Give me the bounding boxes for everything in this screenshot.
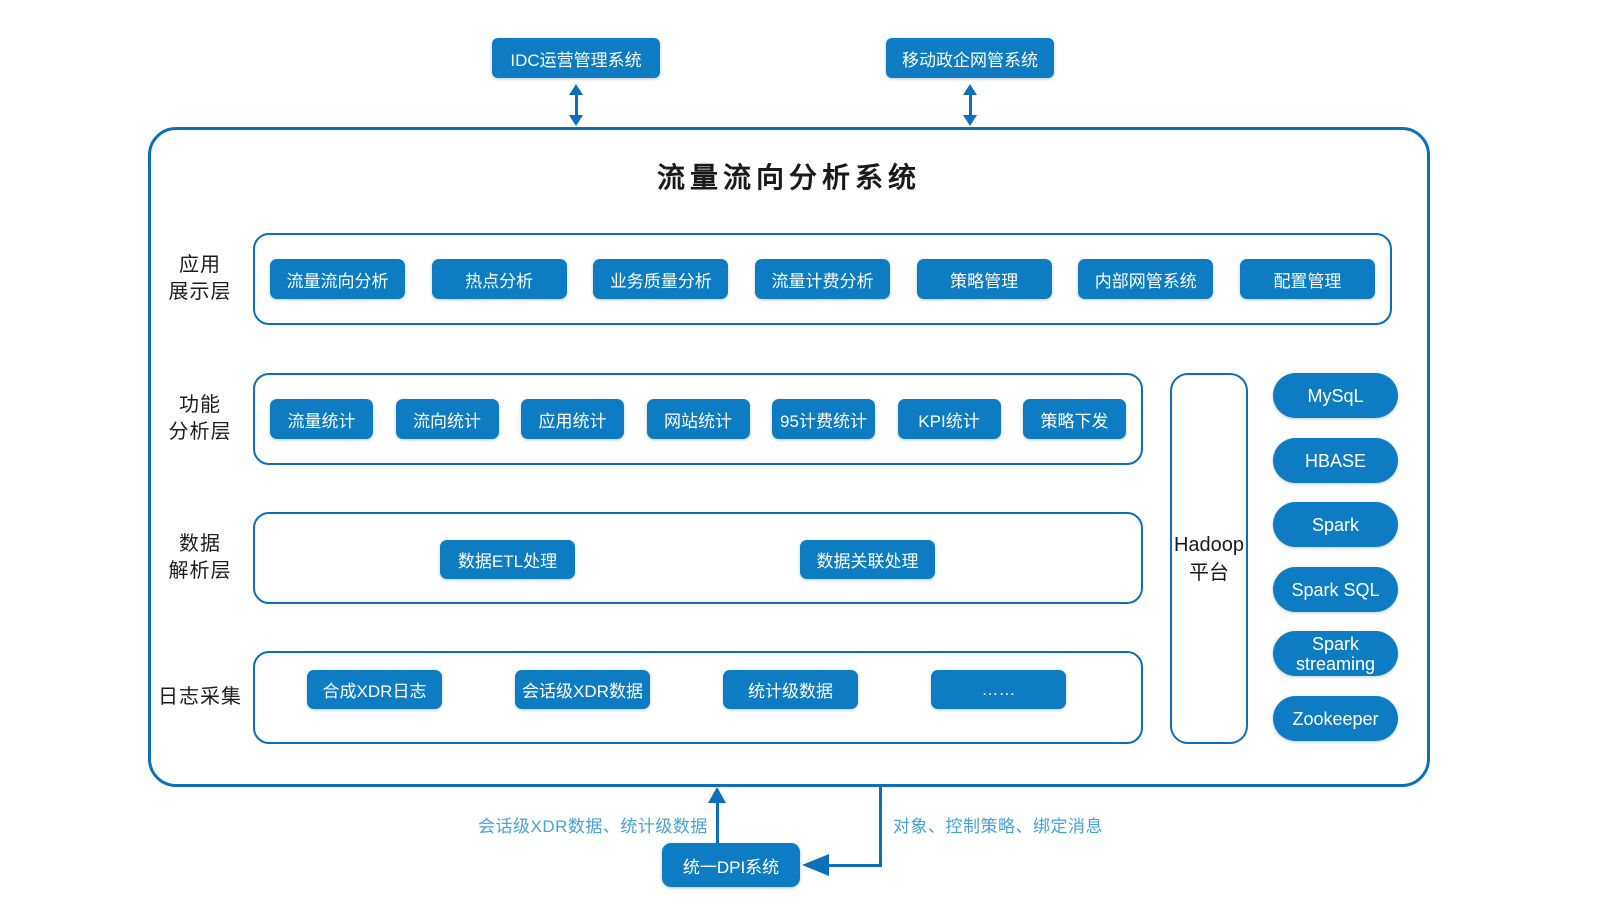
hadoop-platform-box: Hadoop 平台 bbox=[1170, 373, 1248, 744]
module-box: 数据关联处理 bbox=[800, 540, 935, 579]
upstream-flow-label: 会话级XDR数据、统计级数据 bbox=[478, 817, 708, 836]
arrow-left-icon bbox=[802, 854, 829, 876]
module-box: 策略管理 bbox=[916, 259, 1052, 299]
component-zookeeper: Zookeeper bbox=[1273, 696, 1398, 741]
external-system-mobile-gov: 移动政企网管系统 bbox=[886, 38, 1054, 78]
component-hbase: HBASE bbox=[1273, 438, 1398, 483]
module-box: KPI统计 bbox=[897, 399, 1001, 439]
arrow-down-icon bbox=[963, 115, 977, 126]
module-box: 合成XDR日志 bbox=[307, 670, 442, 709]
module-box: 95计费统计 bbox=[772, 399, 875, 439]
layer-label-data-parsing: 数据 解析层 bbox=[168, 533, 232, 582]
module-box: 应用统计 bbox=[521, 399, 624, 439]
app-display-layer-box: 流量流向分析 热点分析 业务质量分析 流量计费分析 策略管理 内部网管系统 配置… bbox=[253, 233, 1392, 325]
external-system-idc: IDC运营管理系统 bbox=[492, 38, 660, 78]
module-box: 流量计费分析 bbox=[754, 259, 890, 299]
arrow-up-icon bbox=[708, 787, 726, 803]
function-analysis-layer-box: 流量统计 流向统计 应用统计 网站统计 95计费统计 KPI统计 策略下发 bbox=[253, 373, 1143, 465]
app-display-modules: 流量流向分析 热点分析 业务质量分析 流量计费分析 策略管理 内部网管系统 配置… bbox=[255, 235, 1390, 323]
module-box: 流向统计 bbox=[395, 399, 499, 439]
arrow-up-icon bbox=[963, 84, 977, 95]
component-spark-sql: Spark SQL bbox=[1273, 567, 1398, 612]
bidirectional-arrow-mobile-gov bbox=[961, 84, 979, 126]
module-box: …… bbox=[931, 670, 1066, 709]
module-box: 会话级XDR数据 bbox=[515, 670, 650, 709]
layer-label-function-analysis: 功能 分析层 bbox=[168, 394, 232, 443]
module-box: 策略下发 bbox=[1023, 399, 1126, 439]
downstream-line-horizontal bbox=[828, 864, 882, 867]
module-box: 流量流向分析 bbox=[270, 259, 405, 299]
module-box: 流量统计 bbox=[270, 399, 373, 439]
function-analysis-modules: 流量统计 流向统计 应用统计 网站统计 95计费统计 KPI统计 策略下发 bbox=[255, 375, 1141, 463]
module-box: 配置管理 bbox=[1239, 259, 1375, 299]
dpi-system-box: 统一DPI系统 bbox=[662, 843, 800, 887]
component-spark: Spark bbox=[1273, 502, 1398, 547]
component-spark-streaming: Spark streaming bbox=[1273, 631, 1398, 676]
bidirectional-arrow-idc bbox=[567, 84, 585, 126]
module-box: 业务质量分析 bbox=[593, 259, 729, 299]
downstream-flow-label: 对象、控制策略、绑定消息 bbox=[893, 817, 1103, 836]
component-mysql: MySqL bbox=[1273, 373, 1398, 418]
diagram-title: 流量流向分析系统 bbox=[656, 162, 921, 193]
downstream-line-vertical bbox=[879, 787, 882, 867]
module-box: 内部网管系统 bbox=[1078, 259, 1214, 299]
upstream-arrow-line bbox=[716, 800, 719, 843]
module-box: 数据ETL处理 bbox=[440, 540, 575, 579]
log-collection-layer-box: 合成XDR日志 会话级XDR数据 统计级数据 …… bbox=[253, 651, 1143, 744]
arrow-up-icon bbox=[569, 84, 583, 95]
module-box: 热点分析 bbox=[431, 259, 567, 299]
module-box: 统计级数据 bbox=[723, 670, 858, 709]
layer-label-app-display: 应用 展示层 bbox=[168, 254, 232, 303]
layer-label-log-collection: 日志采集 bbox=[158, 686, 242, 708]
module-box: 网站统计 bbox=[646, 399, 750, 439]
arrow-down-icon bbox=[569, 115, 583, 126]
data-parsing-layer-box: 数据ETL处理 数据关联处理 bbox=[253, 512, 1143, 604]
